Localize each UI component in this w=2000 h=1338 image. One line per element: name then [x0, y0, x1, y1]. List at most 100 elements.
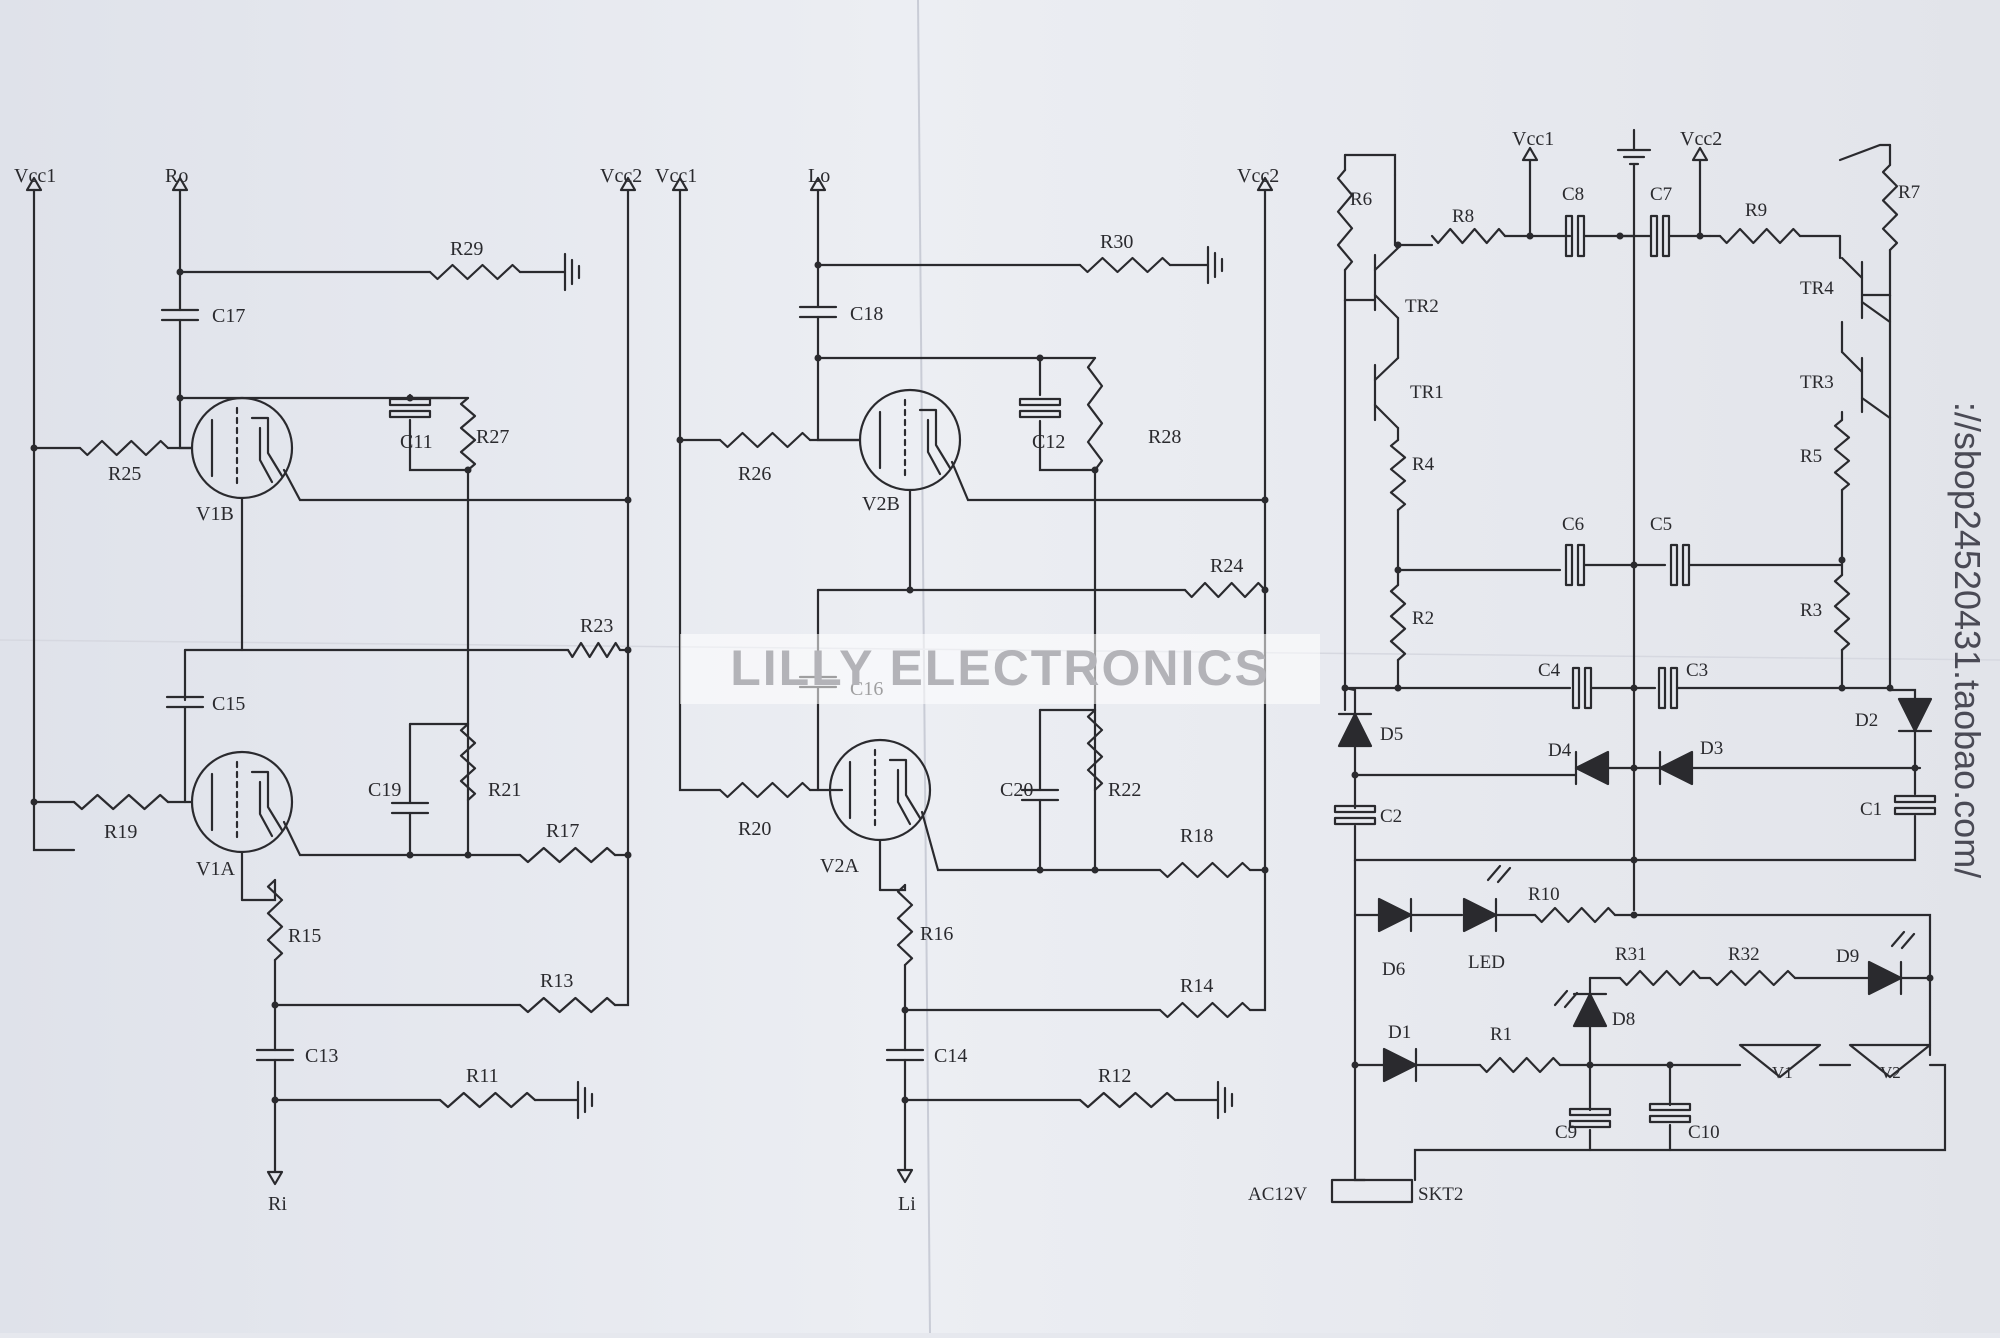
label-c19: C19: [368, 779, 401, 801]
junction-dot: [406, 851, 414, 859]
label-ac12v: AC12V: [1248, 1184, 1307, 1205]
junction-dot: [464, 851, 472, 859]
wire: [1413, 1063, 1947, 1182]
resistor-r11: [438, 1091, 537, 1109]
wire: [816, 356, 862, 442]
vcc2-mid-terminal: [1256, 176, 1274, 192]
junction-dot: [1630, 764, 1638, 772]
label-c17: C17: [212, 305, 245, 327]
junction-dot: [1630, 561, 1638, 569]
wire: [32, 188, 76, 852]
label-r14: R14: [1180, 975, 1213, 997]
ro-terminal: [171, 176, 189, 192]
varistor-v2: [1848, 1043, 1932, 1079]
resistor-r12: [1078, 1091, 1177, 1109]
wire: [1632, 913, 1932, 1057]
label-tr1: TR1: [1410, 382, 1444, 403]
label-r24: R24: [1210, 555, 1243, 577]
wire: [1343, 686, 1357, 716]
resistor-r25: [78, 439, 170, 457]
label-d2: D2: [1855, 710, 1878, 731]
connector-skt2: [1330, 1178, 1414, 1204]
label-led: LED: [1468, 952, 1505, 973]
capacitor-c5: [1669, 543, 1691, 587]
label-c4: C4: [1538, 660, 1561, 681]
label-r11: R11: [466, 1065, 499, 1087]
label-ri: Ri: [268, 1193, 287, 1215]
junction-dot: [624, 646, 632, 654]
ground-psu: [1616, 148, 1652, 166]
wire: [1343, 153, 1397, 177]
capacitor-c17: [160, 308, 200, 322]
label-c15: C15: [212, 693, 245, 715]
label-c9: C9: [1555, 1122, 1577, 1143]
label-v2b: V2B: [862, 493, 900, 515]
label-r22: R22: [1108, 779, 1141, 801]
label-r25: R25: [108, 463, 141, 485]
diode-d4: [1574, 750, 1610, 786]
capacitor-c3: [1657, 666, 1679, 710]
wire: [920, 810, 1162, 872]
capacitor-c20: [1020, 788, 1060, 802]
watermark: LILLY ELECTRONICS: [680, 634, 1320, 704]
resistor-r30: [1078, 256, 1172, 274]
label-c11: C11: [400, 431, 433, 453]
label-r10: R10: [1528, 884, 1560, 905]
resistor-r24: [1183, 581, 1267, 599]
capacitor-c10: [1648, 1102, 1692, 1124]
ground-r30: [1206, 245, 1224, 285]
capacitor-c15: [165, 695, 205, 709]
li-terminal: [896, 1168, 914, 1184]
label-d9: D9: [1836, 946, 1859, 967]
label-mvcc2: Vcc2: [1237, 165, 1279, 187]
junction-dot: [1036, 354, 1044, 362]
diode-led: [1462, 864, 1512, 933]
wire: [678, 188, 722, 792]
label-r31: R31: [1615, 944, 1647, 965]
transistor-tr1: [1373, 356, 1400, 430]
label-r32: R32: [1728, 944, 1760, 965]
junction-dot: [1630, 856, 1638, 864]
capacitor-c9: [1568, 1107, 1612, 1129]
label-d3: D3: [1700, 738, 1723, 759]
ground-r12: [1216, 1080, 1234, 1120]
label-d1: D1: [1388, 1022, 1411, 1043]
label-r27: R27: [476, 426, 509, 448]
label-lvcc2: Vcc2: [600, 165, 642, 187]
wire: [613, 188, 630, 1007]
capacitor-c14: [885, 1048, 925, 1062]
tube-v1a: [190, 750, 294, 854]
wire: [282, 820, 522, 857]
wire: [178, 396, 194, 450]
junction-dot: [1630, 684, 1638, 692]
vcc1-mid-terminal: [671, 176, 689, 192]
label-v1: V1: [1772, 1063, 1793, 1082]
label-skt2: SKT2: [1418, 1184, 1463, 1205]
label-r6: R6: [1350, 189, 1372, 210]
schematic-wires: [30, 128, 1947, 1182]
junction-dot: [1261, 496, 1269, 504]
label-r2: R2: [1412, 608, 1434, 629]
label-c14: C14: [934, 1045, 967, 1067]
transistor-tr4: [1840, 256, 1892, 324]
label-lo: Lo: [808, 165, 830, 187]
junction-dot: [1091, 866, 1099, 874]
label-v2a: V2A: [820, 855, 859, 877]
label-c1: C1: [1860, 799, 1882, 820]
wire: [1838, 143, 1892, 162]
label-lvcc1: Vcc1: [14, 165, 56, 187]
label-r9: R9: [1745, 200, 1767, 221]
resistor-r3: [1833, 573, 1851, 652]
diode-d8: [1553, 989, 1608, 1028]
diode-d9: [1867, 930, 1916, 996]
resistor-r1: [1478, 1056, 1562, 1074]
resistor-r13: [518, 996, 617, 1014]
ground-r11: [576, 1080, 594, 1120]
label-r30: R30: [1100, 231, 1133, 253]
label-r4: R4: [1412, 454, 1435, 475]
junction-dot: [1261, 866, 1269, 874]
capacitor-c4: [1571, 666, 1593, 710]
junction-dot: [624, 851, 632, 859]
wire: [282, 468, 630, 502]
label-r7: R7: [1898, 182, 1920, 203]
